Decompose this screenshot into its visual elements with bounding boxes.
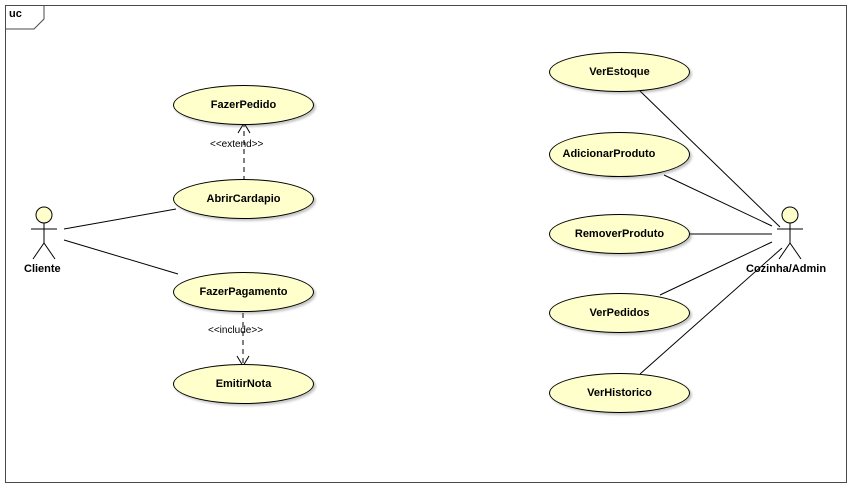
usecase-ver-estoque-label: VerEstoque [589,66,650,78]
association-cozinha-verpedidos [659,241,773,296]
association-cliente-abrircardapio [63,208,177,230]
extend-stereotype-label: <<extend>> [210,139,264,150]
frame-label: uc [9,8,22,20]
usecase-abrir-cardapio-label: AbrirCardapio [206,193,281,205]
association-cozinha-adicionarproduto [663,174,773,227]
usecase-fazer-pedido-label: FazerPedido [210,99,277,111]
association-cozinha-verestoque [639,90,781,228]
actor-cozinha-admin-figure[interactable] [777,206,803,260]
usecase-remover-produto[interactable]: RemoverProduto [549,214,690,254]
actor-cliente-figure[interactable] [31,206,57,260]
association-cliente-fazerpagamento [63,239,179,275]
usecase-ver-historico-label: VerHistorico [587,387,652,399]
usecase-fazer-pedido[interactable]: FazerPedido [173,85,314,125]
usecase-adicionar-produto-label: AdicionarProduto [562,148,656,160]
actor-cozinha-admin-label: Cozinha/Admin [746,263,827,275]
usecase-abrir-cardapio[interactable]: AbrirCardapio [173,179,314,219]
usecase-remover-produto-label: RemoverProduto [574,228,665,240]
diagram-frame [5,5,847,483]
usecase-emitir-nota-label: EmitirNota [215,378,272,390]
include-stereotype-label: <<include>> [208,325,264,336]
usecase-fazer-pagamento-label: FazerPagamento [199,286,288,298]
usecase-ver-pedidos-label: VerPedidos [589,307,650,319]
usecase-ver-historico[interactable]: VerHistorico [549,373,690,413]
frame-tab-outline [5,5,45,30]
association-cozinha-verhistorico [639,247,783,375]
usecase-ver-pedidos[interactable]: VerPedidos [549,293,690,333]
usecase-adicionar-produto[interactable]: AdicionarProduto [549,132,690,177]
usecase-fazer-pagamento[interactable]: FazerPagamento [173,272,314,312]
actor-cliente-label: Cliente [24,263,61,275]
usecase-emitir-nota[interactable]: EmitirNota [173,364,314,404]
usecase-ver-estoque[interactable]: VerEstoque [549,52,690,92]
